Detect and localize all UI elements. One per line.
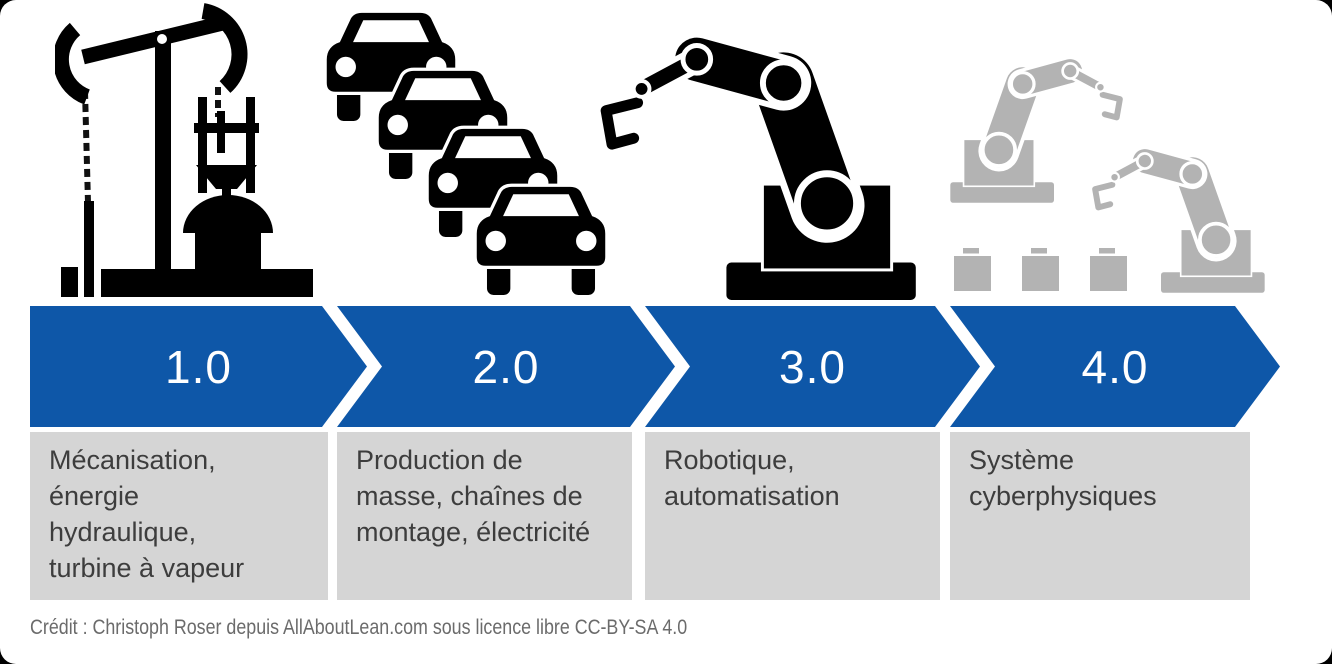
stage-arrow-3-0: 3.0	[645, 306, 980, 427]
stage-description-2-0: Production de masse, chaînes de montage,…	[337, 432, 632, 600]
stage-description-text: Mécanisation, énergie hydraulique, turbi…	[49, 445, 245, 583]
stage-arrow-4-0: 4.0	[950, 306, 1280, 427]
timeline-arrow-band: 1.0 2.0 3.0 4.0	[30, 306, 1283, 427]
stage-description-text: Robotique, automatisation	[664, 445, 840, 511]
cyber-physical-robots-icon	[935, 50, 1285, 296]
oil-pumpjack-icon	[55, 3, 313, 297]
stage-description-text: Production de masse, chaînes de montage,…	[356, 445, 591, 547]
stage-number-label: 1.0	[165, 340, 232, 393]
stage-number-label: 4.0	[1081, 340, 1149, 393]
stage-description-3-0: Robotique, automatisation	[645, 432, 940, 600]
stage-description-4-0: Système cyberphysiques	[950, 432, 1250, 600]
stage-description-1-0: Mécanisation, énergie hydraulique, turbi…	[30, 432, 328, 600]
stage-number-label: 3.0	[779, 340, 846, 393]
stage-arrow-1-0: 1.0	[30, 306, 367, 427]
stage-description-text: Système cyberphysiques	[969, 445, 1157, 511]
stage-arrow-2-0: 2.0	[337, 306, 675, 427]
industrial-robot-arm-icon	[578, 10, 934, 300]
stage-number-label: 2.0	[472, 340, 540, 393]
car-queue-icon	[312, 6, 614, 302]
credit-line: Crédit : Christoph Roser depuis AllAbout…	[30, 616, 688, 639]
